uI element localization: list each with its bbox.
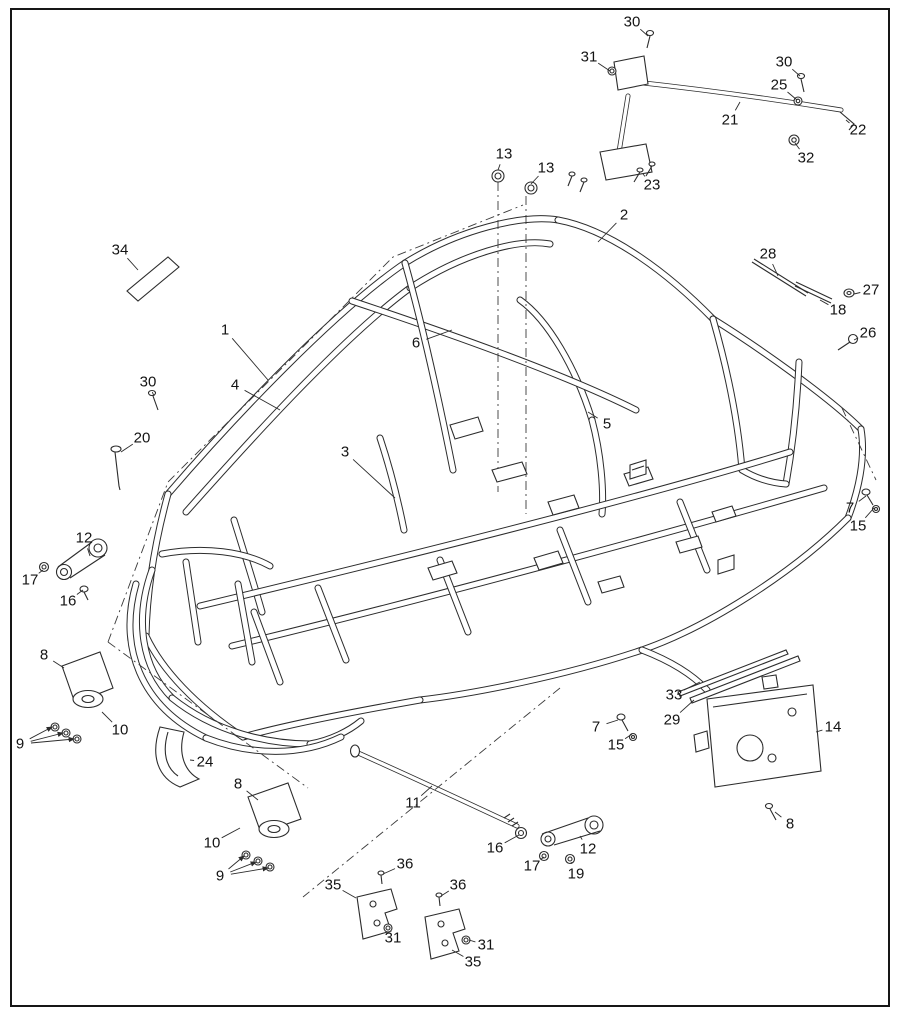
callout-7: 7: [845, 499, 855, 517]
callout-2: 2: [619, 206, 629, 224]
callout-33: 33: [665, 686, 683, 704]
callout-13: 13: [495, 145, 513, 163]
callout-27: 27: [862, 281, 880, 299]
callout-8: 8: [233, 775, 243, 793]
callout-24: 24: [196, 753, 214, 771]
hardware-details: [38, 29, 881, 960]
callout-6: 6: [411, 334, 421, 352]
callout-1: 1: [220, 321, 230, 339]
callout-13: 13: [537, 159, 555, 177]
callout-16: 16: [59, 592, 77, 610]
callout-31: 31: [384, 929, 402, 947]
callout-19: 19: [567, 865, 585, 883]
callout-9: 9: [215, 867, 225, 885]
callout-32: 32: [797, 149, 815, 167]
callout-35: 35: [324, 876, 342, 894]
callout-36: 36: [396, 855, 414, 873]
callout-35: 35: [464, 953, 482, 971]
callout-4: 4: [230, 376, 240, 394]
callout-15: 15: [849, 517, 867, 535]
callout-8: 8: [39, 646, 49, 664]
callout-22: 22: [849, 121, 867, 139]
callout-30: 30: [623, 13, 641, 31]
callout-9: 9: [15, 735, 25, 753]
callout-28: 28: [759, 245, 777, 263]
callout-30: 30: [139, 373, 157, 391]
callout-12: 12: [75, 529, 93, 547]
callout-34: 34: [111, 241, 129, 259]
callout-3: 3: [340, 443, 350, 461]
callout-8: 8: [785, 815, 795, 833]
callout-11: 11: [405, 794, 421, 812]
callout-23: 23: [643, 176, 661, 194]
callout-36: 36: [449, 876, 467, 894]
callout-5: 5: [602, 415, 612, 433]
callout-16: 16: [486, 839, 504, 857]
assembly-guide-lines: [107, 182, 877, 898]
callout-17: 17: [21, 571, 39, 589]
callout-17: 17: [523, 857, 541, 875]
callout-26: 26: [859, 324, 877, 342]
callout-31: 31: [477, 936, 495, 954]
callout-20: 20: [133, 429, 151, 447]
callout-10: 10: [111, 721, 129, 739]
callout-leader-lines: [29, 28, 875, 957]
callout-7: 7: [591, 718, 601, 736]
callout-18: 18: [829, 301, 847, 319]
callout-14: 14: [824, 718, 842, 736]
callout-15: 15: [607, 736, 625, 754]
callout-12: 12: [579, 840, 597, 858]
callout-30: 30: [775, 53, 793, 71]
callout-10: 10: [203, 834, 221, 852]
frame-tubes: [126, 78, 867, 829]
callout-31: 31: [580, 48, 598, 66]
callout-29: 29: [663, 711, 681, 729]
callout-21: 21: [721, 111, 739, 129]
callout-25: 25: [770, 76, 788, 94]
